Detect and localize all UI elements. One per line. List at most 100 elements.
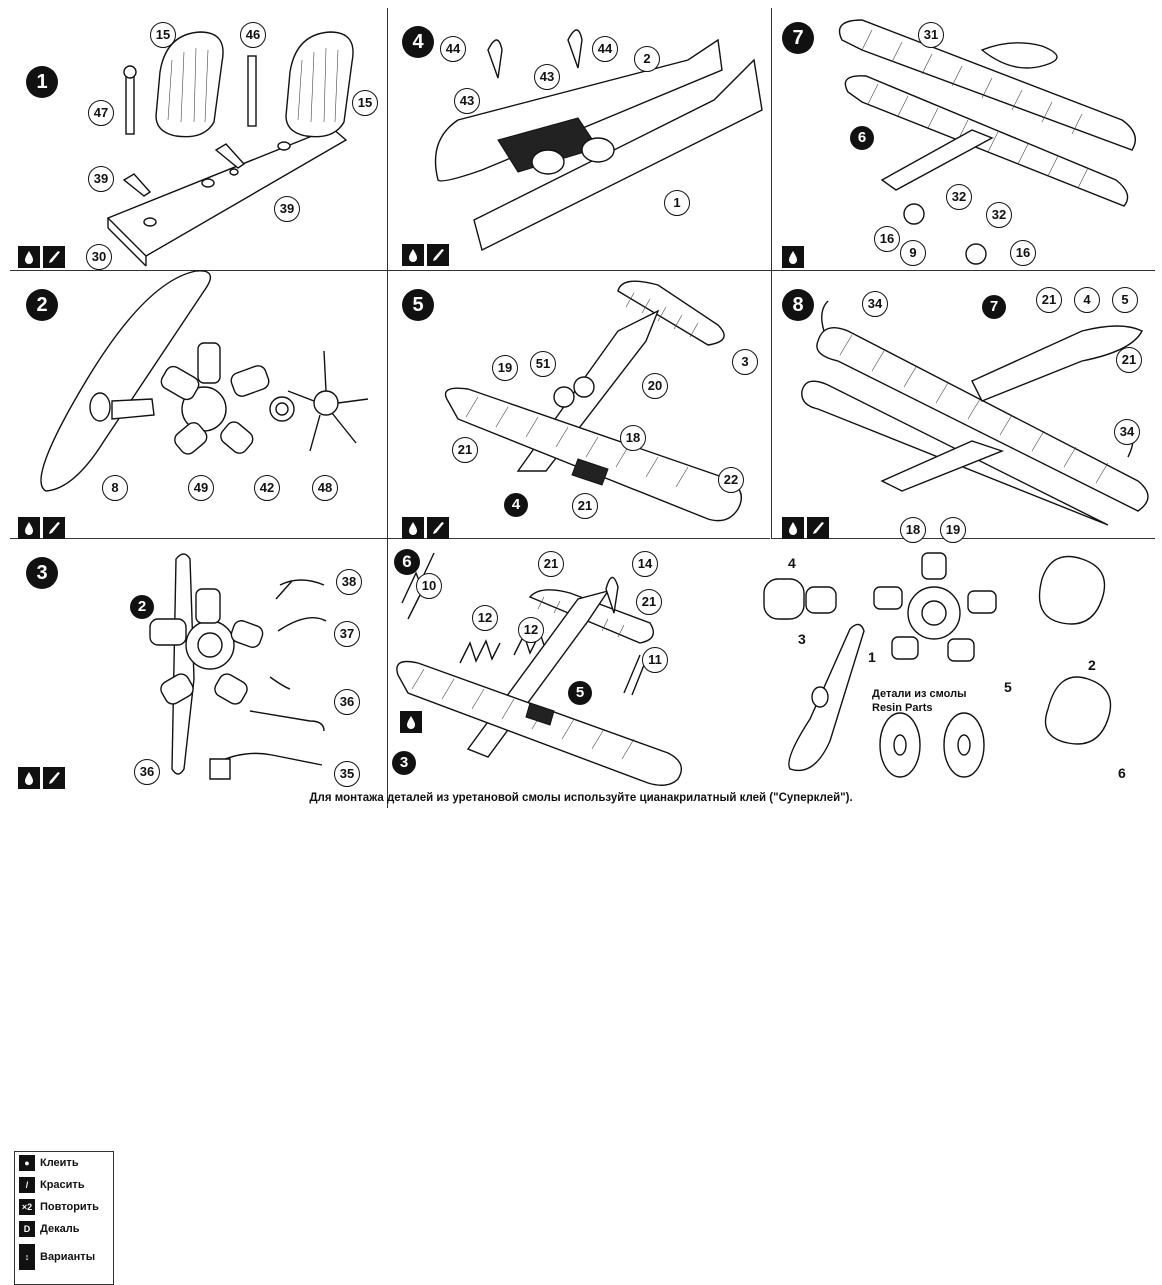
callout-part-22: 22 <box>718 467 744 493</box>
panel-step-2: 2 8 49 42 48 <box>0 270 387 539</box>
biplane-wheels-drawing <box>838 19 1136 265</box>
callout-part-30: 30 <box>86 244 112 270</box>
step-number: 8 <box>782 289 814 321</box>
callout-part-20: 20 <box>642 373 668 399</box>
resin-label-6: 6 <box>1118 765 1126 781</box>
legend-decal: D Декаль <box>15 1218 113 1240</box>
step-reference-7: 7 <box>982 295 1006 319</box>
callout-part-21: 21 <box>572 493 598 519</box>
up-down-arrow-icon: ↕ <box>19 1244 35 1270</box>
callout-part-36: 36 <box>134 759 160 785</box>
panel-step-6: 6 10 12 12 21 14 21 11 5 3 <box>388 539 771 789</box>
callout-part-21: 21 <box>1116 347 1142 373</box>
instruction-icons <box>782 517 829 539</box>
callout-part-21: 21 <box>452 437 478 463</box>
instruction-icons <box>18 517 65 539</box>
resin-parts-drawing <box>763 552 1112 778</box>
panel-resin-parts: 4 3 1 2 5 6 <box>763 539 1162 789</box>
instruction-icons <box>782 246 804 268</box>
grid-divider <box>10 538 770 539</box>
callout-part-36: 36 <box>334 689 360 715</box>
callout-part-9: 9 <box>900 240 926 266</box>
step-reference-5: 5 <box>568 681 592 705</box>
grid-divider <box>10 270 1155 271</box>
resin-caption-ru: Детали из смолы <box>872 688 967 700</box>
step-number: 6 <box>394 549 420 575</box>
callout-part-38: 38 <box>336 569 362 595</box>
callout-part-42: 42 <box>254 475 280 501</box>
panel-step-1: 1 15 46 15 47 39 39 30 <box>0 0 387 270</box>
legend-paint: / Красить <box>15 1174 113 1196</box>
panel-step-3: 3 38 37 2 36 36 35 ● Клеить / Красить ×2… <box>0 539 387 1285</box>
resin-caption-en: Resin Parts <box>872 702 933 714</box>
step-reference-2: 2 <box>130 595 154 619</box>
callout-part-21: 21 <box>538 551 564 577</box>
cockpit-floor-drawing <box>106 31 354 267</box>
instruction-icons <box>402 244 449 266</box>
paint-brush-icon <box>427 517 449 539</box>
callout-part-12: 12 <box>518 617 544 643</box>
callout-part-43: 43 <box>454 88 480 114</box>
panel-step-8: 8 34 7 21 4 5 21 34 18 19 <box>772 271 1162 543</box>
callout-part-1: 1 <box>664 190 690 216</box>
instruction-icons <box>18 767 65 789</box>
callout-part-31: 31 <box>918 22 944 48</box>
step-number: 1 <box>26 66 58 98</box>
legend-decal-label: Декаль <box>40 1223 80 1235</box>
callout-part-51: 51 <box>530 351 556 377</box>
legend-variants: ↕ Варианты <box>15 1240 113 1274</box>
step-reference-6: 6 <box>850 126 874 150</box>
panel-step-7: 7 31 6 32 32 16 9 16 <box>772 0 1162 270</box>
biplane-assembly-drawing <box>801 300 1149 526</box>
callout-part-19: 19 <box>492 355 518 381</box>
callout-part-10: 10 <box>416 573 442 599</box>
step-reference-3: 3 <box>392 751 416 775</box>
resin-label-3: 3 <box>798 631 806 647</box>
resin-label-4: 4 <box>788 555 796 571</box>
callout-part-14: 14 <box>632 551 658 577</box>
instruction-icons <box>400 711 422 733</box>
instruction-icons <box>18 246 65 268</box>
glue-drop-icon <box>18 246 40 268</box>
glue-drop-icon <box>400 711 422 733</box>
propeller-engine-drawing <box>40 270 369 492</box>
resin-label-1: 1 <box>868 649 876 665</box>
step-number: 5 <box>402 289 434 321</box>
step-number: 4 <box>402 26 434 58</box>
glue-drop-icon <box>402 244 424 266</box>
paint-brush-icon <box>43 246 65 268</box>
callout-part-46: 46 <box>240 22 266 48</box>
grid-divider <box>387 8 388 808</box>
callout-part-48: 48 <box>312 475 338 501</box>
callout-part-35: 35 <box>334 761 360 787</box>
callout-part-34: 34 <box>1114 419 1140 445</box>
panel-step-4: 4 44 44 2 43 43 1 <box>388 0 771 270</box>
callout-part-43: 43 <box>534 64 560 90</box>
step-number: 2 <box>26 289 58 321</box>
glue-drop-icon <box>782 517 804 539</box>
callout-part-47: 47 <box>88 100 114 126</box>
glue-drop-icon <box>402 517 424 539</box>
callout-part-21: 21 <box>1036 287 1062 313</box>
callout-part-11: 11 <box>642 647 668 673</box>
panel-step-5: 5 3 19 51 20 18 21 22 21 4 <box>388 271 771 539</box>
callout-part-32: 32 <box>986 202 1012 228</box>
paint-brush-icon <box>427 244 449 266</box>
callout-part-16: 16 <box>1010 240 1036 266</box>
glue-drop-icon: ● <box>19 1155 35 1171</box>
instruction-icons <box>402 517 449 539</box>
engine-exhaust-drawing <box>149 553 327 780</box>
legend-variants-label: Варианты <box>40 1251 96 1263</box>
callout-part-21: 21 <box>636 589 662 615</box>
fuselage-halves-drawing <box>434 29 763 252</box>
callout-part-44: 44 <box>592 36 618 62</box>
resin-label-5: 5 <box>1004 679 1012 695</box>
callout-part-2: 2 <box>634 46 660 72</box>
grid-divider <box>771 538 1155 539</box>
decal-icon: D <box>19 1221 35 1237</box>
legend-repeat-label: Повторить <box>40 1201 99 1213</box>
grid-divider <box>771 8 772 538</box>
wing-struts-drawing <box>396 552 682 786</box>
callout-part-39: 39 <box>88 166 114 192</box>
legend-glue: ● Клеить <box>15 1152 113 1174</box>
